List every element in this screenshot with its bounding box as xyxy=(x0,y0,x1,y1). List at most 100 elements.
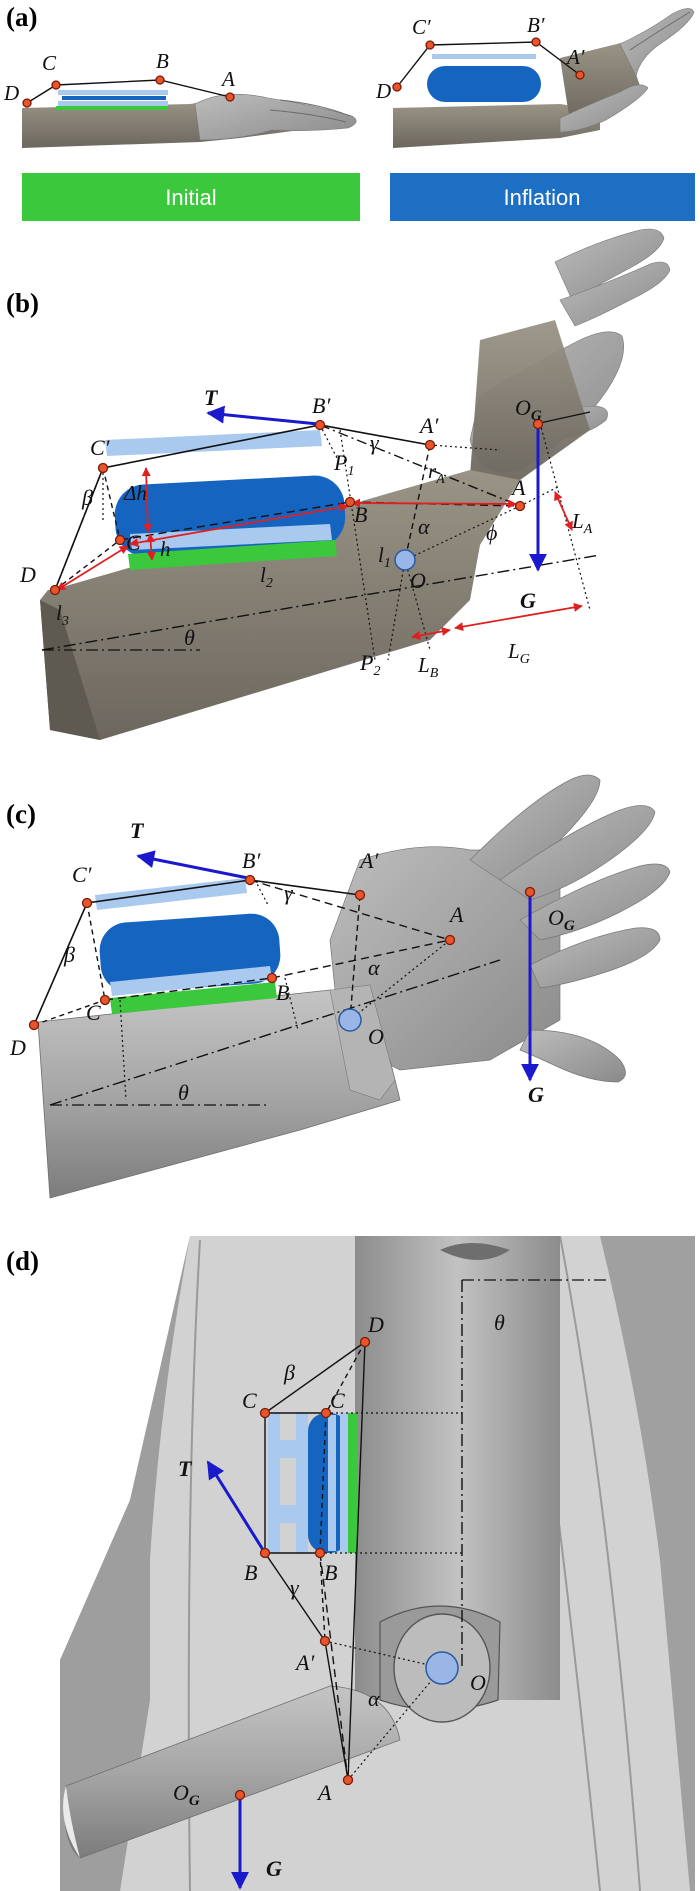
svg-text:D: D xyxy=(19,562,36,587)
point-B xyxy=(155,75,165,85)
panel-d: (d) xyxy=(6,1235,695,1891)
panel-d-labels: T G OG D C C B B A′ A O α β γ θ xyxy=(173,1310,505,1881)
svg-text:B: B xyxy=(324,1560,337,1585)
svg-text:G: G xyxy=(520,588,536,613)
svg-text:B′: B′ xyxy=(312,393,331,418)
svg-text:Δh: Δh xyxy=(123,481,147,505)
svg-text:C: C xyxy=(242,1388,257,1413)
svg-text:T: T xyxy=(178,1456,193,1481)
panel-b-hand xyxy=(469,228,671,480)
svg-text:θ: θ xyxy=(494,1310,505,1335)
point-C-prime xyxy=(97,462,109,474)
svg-text:α: α xyxy=(368,955,380,980)
svg-text:γ: γ xyxy=(284,880,294,905)
initial-banner xyxy=(22,173,360,221)
panel-d-label: (d) xyxy=(6,1246,39,1276)
point-B xyxy=(344,496,356,508)
point-C xyxy=(114,534,126,546)
point-B-prime xyxy=(259,1547,271,1559)
svg-text:P2: P2 xyxy=(359,650,380,679)
panel-d-geometry-lines xyxy=(264,1279,610,1781)
svg-text:O: O xyxy=(368,1024,384,1049)
svg-text:D: D xyxy=(367,1312,384,1337)
panel-b-dimension-arrows xyxy=(56,467,583,640)
panel-a: (a) D C B A xyxy=(3,2,695,221)
panel-c-labels: T G OG B′ A′ C′ A B C D O α β γ θ xyxy=(9,818,575,1107)
svg-text:B: B xyxy=(244,1560,257,1585)
svg-text:OG: OG xyxy=(548,905,575,934)
point-C xyxy=(51,80,61,90)
svg-text:O: O xyxy=(470,1670,486,1695)
label-B: B xyxy=(156,49,169,73)
svg-text:θ: θ xyxy=(178,1080,189,1105)
point-B-prime xyxy=(531,37,541,47)
svg-text:OG: OG xyxy=(173,1780,200,1809)
svg-text:β: β xyxy=(81,485,93,510)
point-A-prime xyxy=(319,1635,331,1647)
svg-text:LA: LA xyxy=(571,509,593,537)
point-A xyxy=(444,934,456,946)
point-B xyxy=(266,972,278,984)
panel-a-label: (a) xyxy=(6,2,37,32)
point-D xyxy=(392,82,402,92)
svg-text:A′: A′ xyxy=(294,1650,315,1675)
panel-c-hand xyxy=(329,774,671,1083)
svg-text:B: B xyxy=(354,502,367,527)
panel-d-upper-arm xyxy=(355,1236,560,1700)
point-C-inner xyxy=(320,1407,332,1419)
panel-b-label: (b) xyxy=(6,288,39,318)
label-D: D xyxy=(375,79,391,103)
svg-text:LB: LB xyxy=(417,653,439,681)
svg-text:A: A xyxy=(510,475,526,500)
panel-b: (b) xyxy=(6,228,671,740)
svg-text:β: β xyxy=(283,1360,295,1385)
svg-text:rA: rA xyxy=(428,459,445,487)
point-A-prime xyxy=(354,889,366,901)
force-arrow-T xyxy=(136,850,249,880)
point-OG xyxy=(234,1789,246,1801)
svg-text:l1: l1 xyxy=(378,543,391,571)
initial-banner-text: Initial xyxy=(165,185,216,210)
point-B-prime xyxy=(244,874,256,886)
point-C xyxy=(259,1407,271,1419)
point-A xyxy=(514,500,526,512)
force-arrow-T xyxy=(206,405,319,426)
svg-text:D: D xyxy=(9,1035,26,1060)
label-A-prime: A′ xyxy=(565,45,585,69)
panel-b-labels: T G OG B′ A′ C′ A B C D O P1 P2 Δh h l1 … xyxy=(19,385,593,681)
svg-text:B: B xyxy=(276,980,289,1005)
pivot-O xyxy=(338,1008,362,1032)
point-OG xyxy=(524,886,536,898)
svg-text:T: T xyxy=(130,818,145,843)
svg-text:ϕ: ϕ xyxy=(486,520,497,545)
point-B-prime xyxy=(314,419,326,431)
point-C xyxy=(99,994,111,1006)
panel-c-label: (c) xyxy=(6,799,36,829)
svg-text:A′: A′ xyxy=(358,848,379,873)
svg-text:α: α xyxy=(368,1686,380,1711)
svg-text:P1: P1 xyxy=(333,450,354,479)
point-A-prime xyxy=(424,439,436,451)
svg-text:B′: B′ xyxy=(242,848,261,873)
panel-b-geometry-lines xyxy=(41,411,601,661)
pivot-O xyxy=(425,1651,459,1685)
svg-text:γ: γ xyxy=(370,430,380,455)
svg-text:T: T xyxy=(204,385,219,410)
inflation-banner xyxy=(390,173,695,221)
svg-text:α: α xyxy=(418,514,430,539)
label-C: C xyxy=(42,51,57,75)
svg-text:G: G xyxy=(266,1856,282,1881)
svg-text:h: h xyxy=(160,537,171,561)
svg-text:C: C xyxy=(86,1000,101,1025)
svg-text:γ: γ xyxy=(290,1575,300,1600)
panel-b-forearm xyxy=(40,470,520,740)
inflation-banner-text: Inflation xyxy=(503,185,580,210)
svg-text:C′: C′ xyxy=(72,862,93,887)
svg-text:OG: OG xyxy=(515,395,542,424)
point-D xyxy=(49,584,61,596)
point-A xyxy=(342,1774,354,1786)
panel-d-actuator xyxy=(268,1413,358,1553)
svg-text:A′: A′ xyxy=(418,413,439,438)
svg-text:θ: θ xyxy=(184,625,195,650)
point-OG xyxy=(532,418,544,430)
